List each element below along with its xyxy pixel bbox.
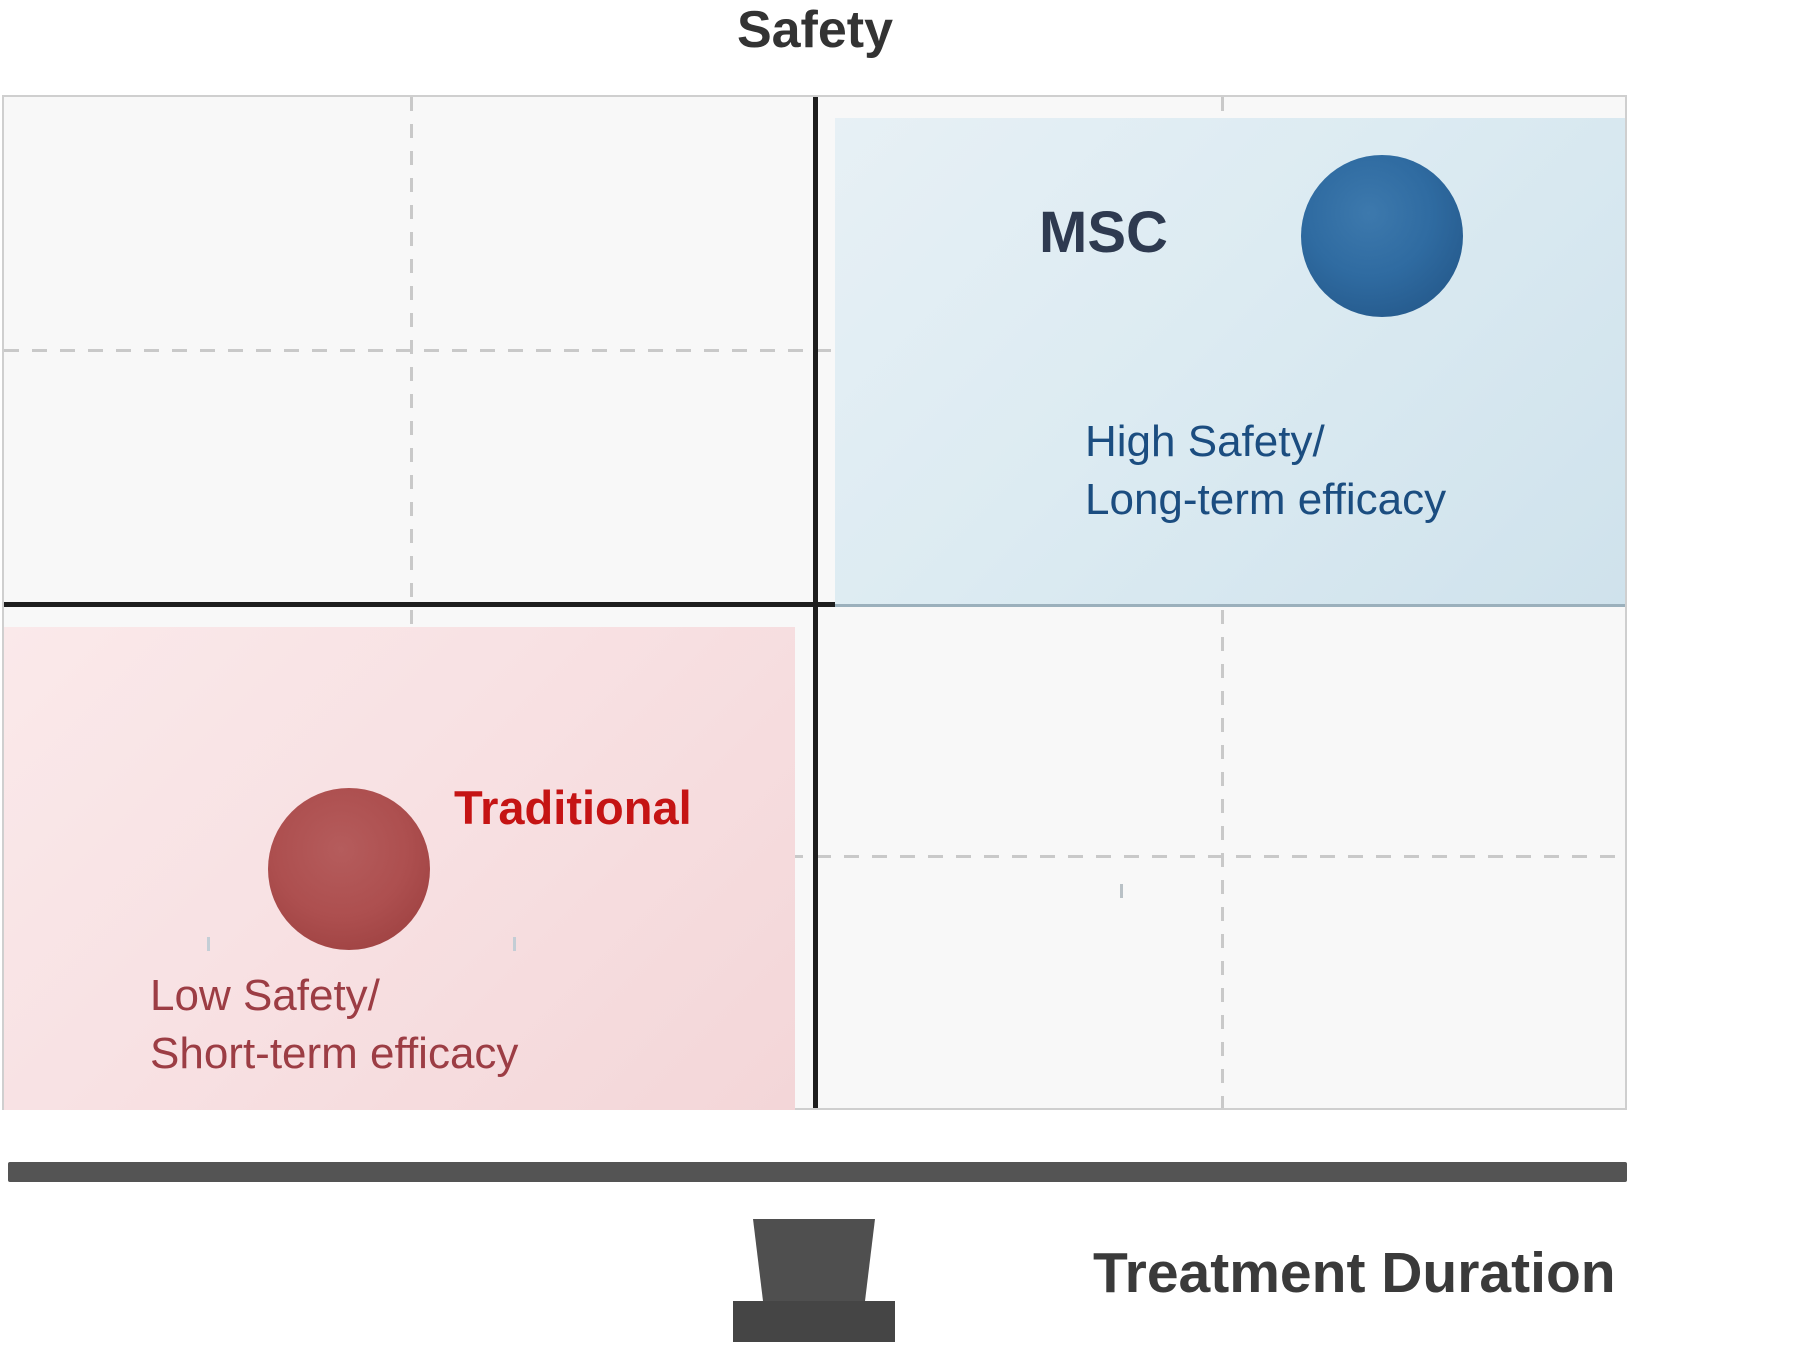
data-point-msc bbox=[1301, 155, 1463, 317]
high-safety-caption-line2: Long-term efficacy bbox=[1085, 475, 1447, 524]
high-safety-caption-line1: High Safety/ bbox=[1085, 417, 1325, 466]
gridline-artifact-tick bbox=[207, 937, 210, 951]
low-safety-caption-line2: Short-term efficacy bbox=[150, 1029, 519, 1078]
gridline-artifact-tick bbox=[1120, 884, 1123, 898]
high-safety-caption: High Safety/ Long-term efficacy bbox=[1085, 413, 1446, 529]
x-axis-bar bbox=[8, 1162, 1627, 1182]
gridline-artifact-tick bbox=[513, 937, 516, 951]
low-safety-caption-line1: Low Safety/ bbox=[150, 971, 380, 1020]
low-safety-caption: Low Safety/ Short-term efficacy bbox=[150, 967, 518, 1083]
traditional-point-label: Traditional bbox=[454, 781, 692, 834]
msc-point-label: MSC bbox=[1039, 200, 1168, 265]
x-center-line bbox=[4, 602, 835, 607]
pedestal-trapezoid-shape bbox=[753, 1219, 875, 1301]
quadrant-high-safety bbox=[835, 118, 1625, 607]
chart-title: Safety bbox=[736, 1, 894, 59]
x-axis-label: Treatment Duration bbox=[1093, 1241, 1616, 1305]
data-point-traditional bbox=[268, 788, 430, 950]
pedestal-base-shape bbox=[733, 1301, 895, 1342]
plot-area: MSC High Safety/ Long-term efficacy Trad… bbox=[2, 95, 1627, 1110]
